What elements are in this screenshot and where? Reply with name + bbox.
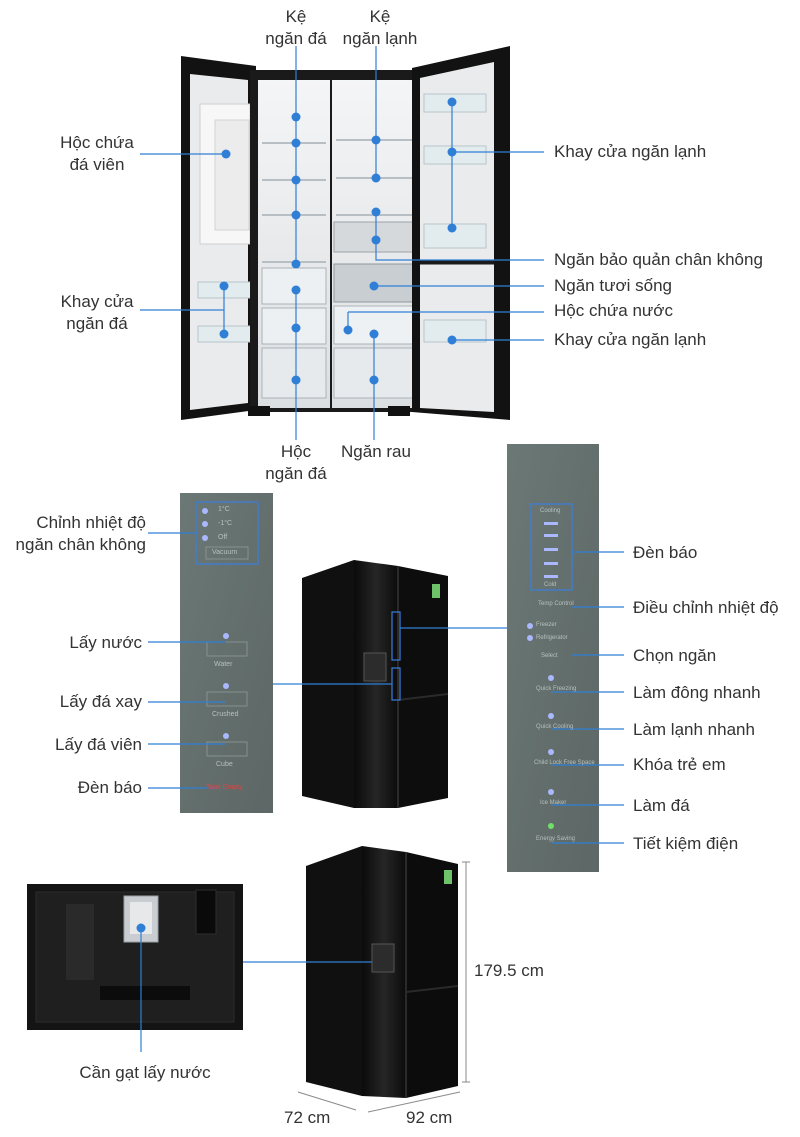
label-energy-saving: Tiết kiệm điện: [633, 834, 739, 853]
label-select-compartment: Chọn ngăn: [633, 646, 717, 665]
label-right-indicator: Đèn báo: [633, 543, 698, 562]
panel-text-cooling: Cooling: [540, 508, 561, 514]
label-fridge-door-tray-bottom: Khay cửa ngăn lạnh: [554, 330, 707, 349]
label-temp-adjust: Điều chỉnh nhiệt độ: [633, 598, 779, 617]
left-control-panel: [180, 493, 273, 813]
label-ice-shelf: Kệ ngăn đá: [265, 7, 327, 48]
label-freezer-drawer: Hộc ngăn đá: [265, 442, 327, 483]
panel-text-refrigerator: Refrigerator: [536, 635, 568, 641]
panel-text-cold: Cold: [544, 582, 557, 588]
label-vacuum-temp: Chỉnh nhiệt độ ngăn chân không: [15, 513, 146, 554]
panel-text-off: Off: [218, 534, 228, 541]
callout-dots: [136, 97, 457, 933]
dimension-depth: 72 cm: [284, 1108, 331, 1127]
dimension-height: 179.5 cm: [474, 961, 544, 980]
panel-text-crushed: Crushed: [212, 711, 239, 718]
right-control-panel: [507, 444, 599, 872]
panel-text-water: Water: [214, 661, 233, 668]
panel-text-quick-freezing: Quick Freezing: [536, 686, 577, 692]
label-cube-ice: Lấy đá viên: [55, 735, 142, 754]
label-fridge-shelf: Kệ ngăn lạnh: [342, 7, 418, 48]
label-ice-cube-box: Hộc chứa đá viên: [60, 133, 134, 174]
label-ice-maker: Làm đá: [633, 796, 690, 815]
panel-text-select: Select: [541, 653, 558, 659]
label-water-lever: Cần gạt lấy nước: [79, 1063, 211, 1082]
panel-text-cube: Cube: [216, 761, 233, 768]
label-vegetable-drawer: Ngăn rau: [341, 442, 411, 461]
panel-text-tank-empty: Tank Empty: [206, 784, 243, 791]
panel-text-energy-saving: Energy Saving: [536, 836, 576, 842]
label-left-indicator: Đèn báo: [77, 778, 142, 797]
panel-text-1c: 1°C: [218, 506, 230, 513]
open-fridge-image: [181, 46, 510, 420]
panel-text-temp-control: Temp Control: [538, 601, 574, 607]
label-quick-freeze: Làm đông nhanh: [633, 683, 761, 702]
callout-lines: [140, 46, 624, 1052]
dispenser-closeup-image: [27, 884, 243, 1030]
panel-text-freezer: Freezer: [536, 622, 557, 628]
label-vacuum-compartment: Ngăn bảo quản chân không: [554, 250, 763, 269]
dimension-width: 92 cm: [406, 1108, 453, 1127]
label-fresh-compartment: Ngăn tươi sống: [554, 276, 672, 295]
panel-text-child-lock: Child Lock Free Space: [534, 760, 595, 766]
panel-text-vacuum: Vacuum: [212, 549, 238, 556]
label-water-box: Hộc chứa nước: [554, 301, 673, 320]
panel-text-quick-cooling: Quick Cooling: [536, 724, 574, 730]
panel-text-minus1c: -1°C: [218, 520, 233, 527]
panel-text-ice-maker: Ice Maker: [540, 800, 567, 806]
label-quick-cool: Làm lạnh nhanh: [633, 720, 755, 739]
label-freezer-door-tray: Khay cửa ngăn đá: [60, 292, 134, 333]
label-crushed-ice: Lấy đá xay: [59, 692, 142, 711]
label-child-lock: Khóa trẻ em: [633, 755, 726, 774]
dimension-fridge-image: [297, 846, 470, 1113]
label-fridge-door-tray-top: Khay cửa ngăn lạnh: [554, 142, 707, 161]
label-water: Lấy nước: [69, 633, 142, 652]
